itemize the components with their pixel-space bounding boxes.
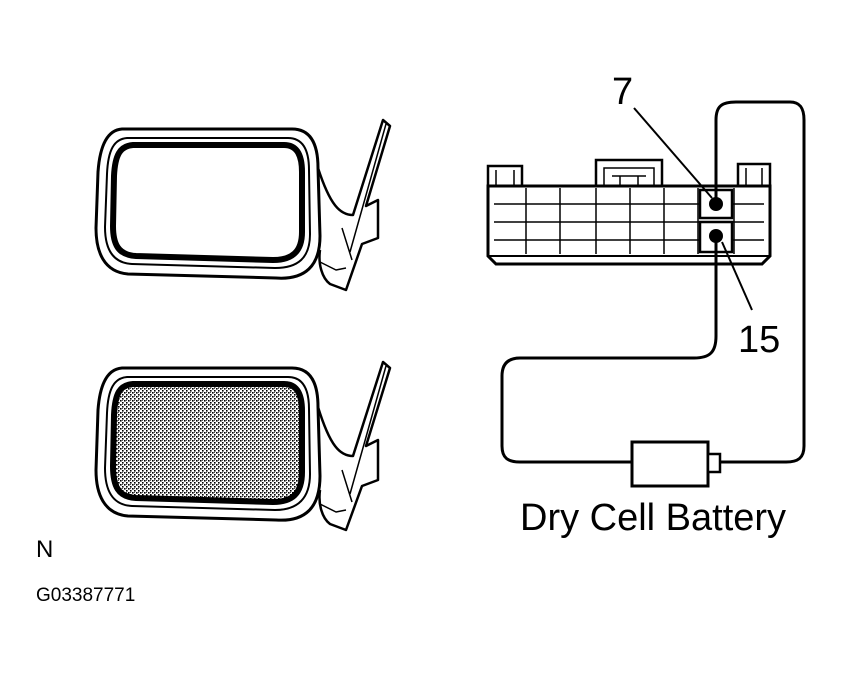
connector (486, 158, 772, 266)
connector-grid (494, 188, 764, 254)
connector-left-boss (486, 164, 524, 186)
figure-code: G03387771 (36, 585, 135, 606)
mirror-normal-bracket (316, 118, 392, 292)
mirror-heated-glass (110, 381, 305, 505)
mirror-heated-arm-detail (319, 365, 387, 513)
connector-right-boss (736, 162, 772, 186)
mirror-normal-glass (110, 142, 305, 263)
leader-7 (633, 107, 713, 199)
mirror-normal (94, 118, 392, 292)
leader-15 (721, 241, 753, 311)
battery-label: Dry Cell Battery (520, 497, 786, 539)
mirror-normal-rim (104, 137, 311, 269)
leader-lines (633, 107, 753, 311)
dry-cell-battery (630, 440, 722, 488)
mirror-heated-housing (94, 366, 322, 522)
corner-letter: N (36, 536, 53, 563)
wire-negative (500, 236, 718, 464)
wire-positive (714, 100, 806, 464)
mirror-normal-housing (94, 127, 322, 280)
battery-body (630, 440, 710, 488)
mirror-heated-rim (104, 376, 311, 511)
wiring (500, 100, 806, 464)
battery-terminal (706, 452, 722, 474)
pin-7-label: 7 (612, 71, 633, 113)
connector-latch (594, 158, 664, 186)
mirror-normal-arm-detail (319, 123, 387, 271)
mirror-heated (94, 360, 392, 532)
mirror-heated-bracket (316, 360, 392, 532)
pin-15-label: 15 (738, 319, 780, 361)
